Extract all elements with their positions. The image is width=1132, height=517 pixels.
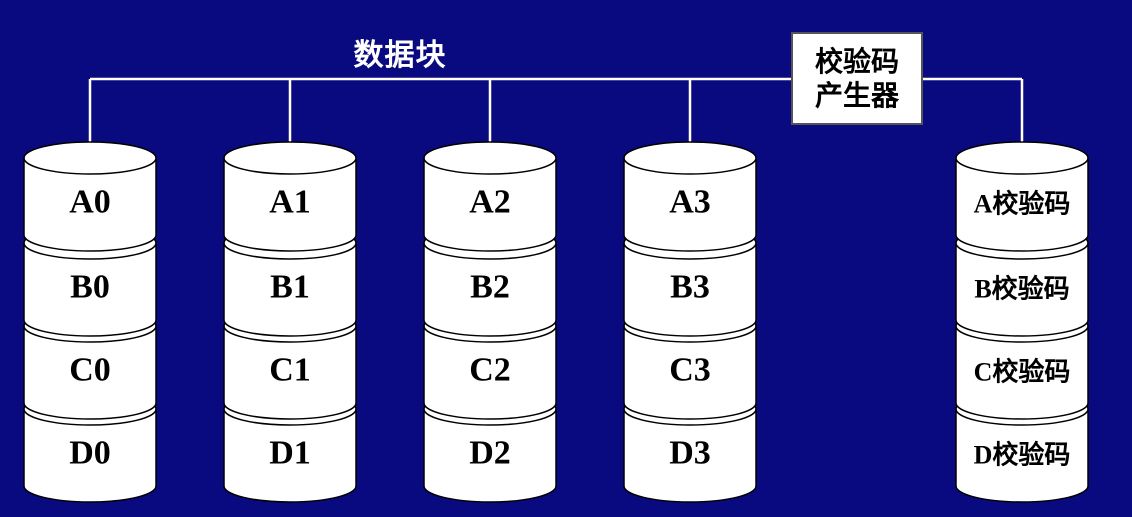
disk-1-block-0-label: A1 — [269, 184, 311, 221]
parity-disk-block-3-body — [955, 408, 1089, 503]
disk-2-block-3-label: D2 — [469, 435, 511, 472]
disk-2-block-1-body — [423, 242, 557, 337]
disk-1-block-1-body — [223, 242, 357, 337]
parity-disk-block-2-body — [955, 325, 1089, 420]
disk-3-block-2-body — [623, 325, 757, 420]
data-block-title: 数据块 — [353, 38, 447, 73]
disk-2-block-1-label: B2 — [470, 269, 510, 306]
disk-3-block-0-top — [623, 141, 757, 175]
disk-2-block-0-top — [423, 141, 557, 175]
disk-2-block-0-label: A2 — [469, 184, 511, 221]
disk-2-block-2-label: C2 — [469, 352, 511, 389]
disk-0-block-0-label: A0 — [69, 184, 111, 221]
disk-1-block-3-label: D1 — [269, 435, 311, 472]
parity-disk-block-3-label: D校验码 — [974, 440, 1071, 470]
parity-disk-block-1-label: B校验码 — [974, 274, 1069, 304]
parity-generator-label-line2: 产生器 — [814, 78, 899, 112]
disk-1-block-2-label: C1 — [269, 352, 311, 389]
disk-1-block-0-body — [223, 157, 357, 252]
disk-3-block-0-body — [623, 157, 757, 252]
disk-1-block-0-top — [223, 141, 357, 175]
parity-disk-block-0-top — [955, 141, 1089, 175]
disk-2-block-2-body — [423, 325, 557, 420]
parity-disk-block-2-label: C校验码 — [974, 357, 1071, 387]
disk-3-block-3-body — [623, 408, 757, 503]
disk-3-block-0-label: A3 — [669, 184, 711, 221]
parity-disk-block-0-label: A校验码 — [974, 189, 1071, 219]
disk-0-block-0-body — [23, 157, 157, 252]
parity-generator-label-line1: 校验码 — [814, 44, 899, 78]
disk-0-block-1-label: B0 — [70, 269, 110, 306]
disk-3-block-1-body — [623, 242, 757, 337]
disk-0-block-1-body — [23, 242, 157, 337]
parity-generator-box: 校验码 产生器 — [791, 32, 923, 125]
disk-1-block-1-label: B1 — [270, 269, 310, 306]
disk-0-block-3-body — [23, 408, 157, 503]
disk-1-block-2-body — [223, 325, 357, 420]
disk-3-block-1-label: B3 — [670, 269, 710, 306]
disk-2-block-0-body — [423, 157, 557, 252]
disk-3-block-3-label: D3 — [669, 435, 711, 472]
disk-0-block-2-label: C0 — [69, 352, 111, 389]
parity-disk-block-1-body — [955, 242, 1089, 337]
disk-1-block-3-body — [223, 408, 357, 503]
parity-disk-block-0-body — [955, 157, 1089, 252]
disk-0-block-2-body — [23, 325, 157, 420]
disk-0-block-3-label: D0 — [69, 435, 111, 472]
disk-0-block-0-top — [23, 141, 157, 175]
disk-3-block-2-label: C3 — [669, 352, 711, 389]
disk-2-block-3-body — [423, 408, 557, 503]
